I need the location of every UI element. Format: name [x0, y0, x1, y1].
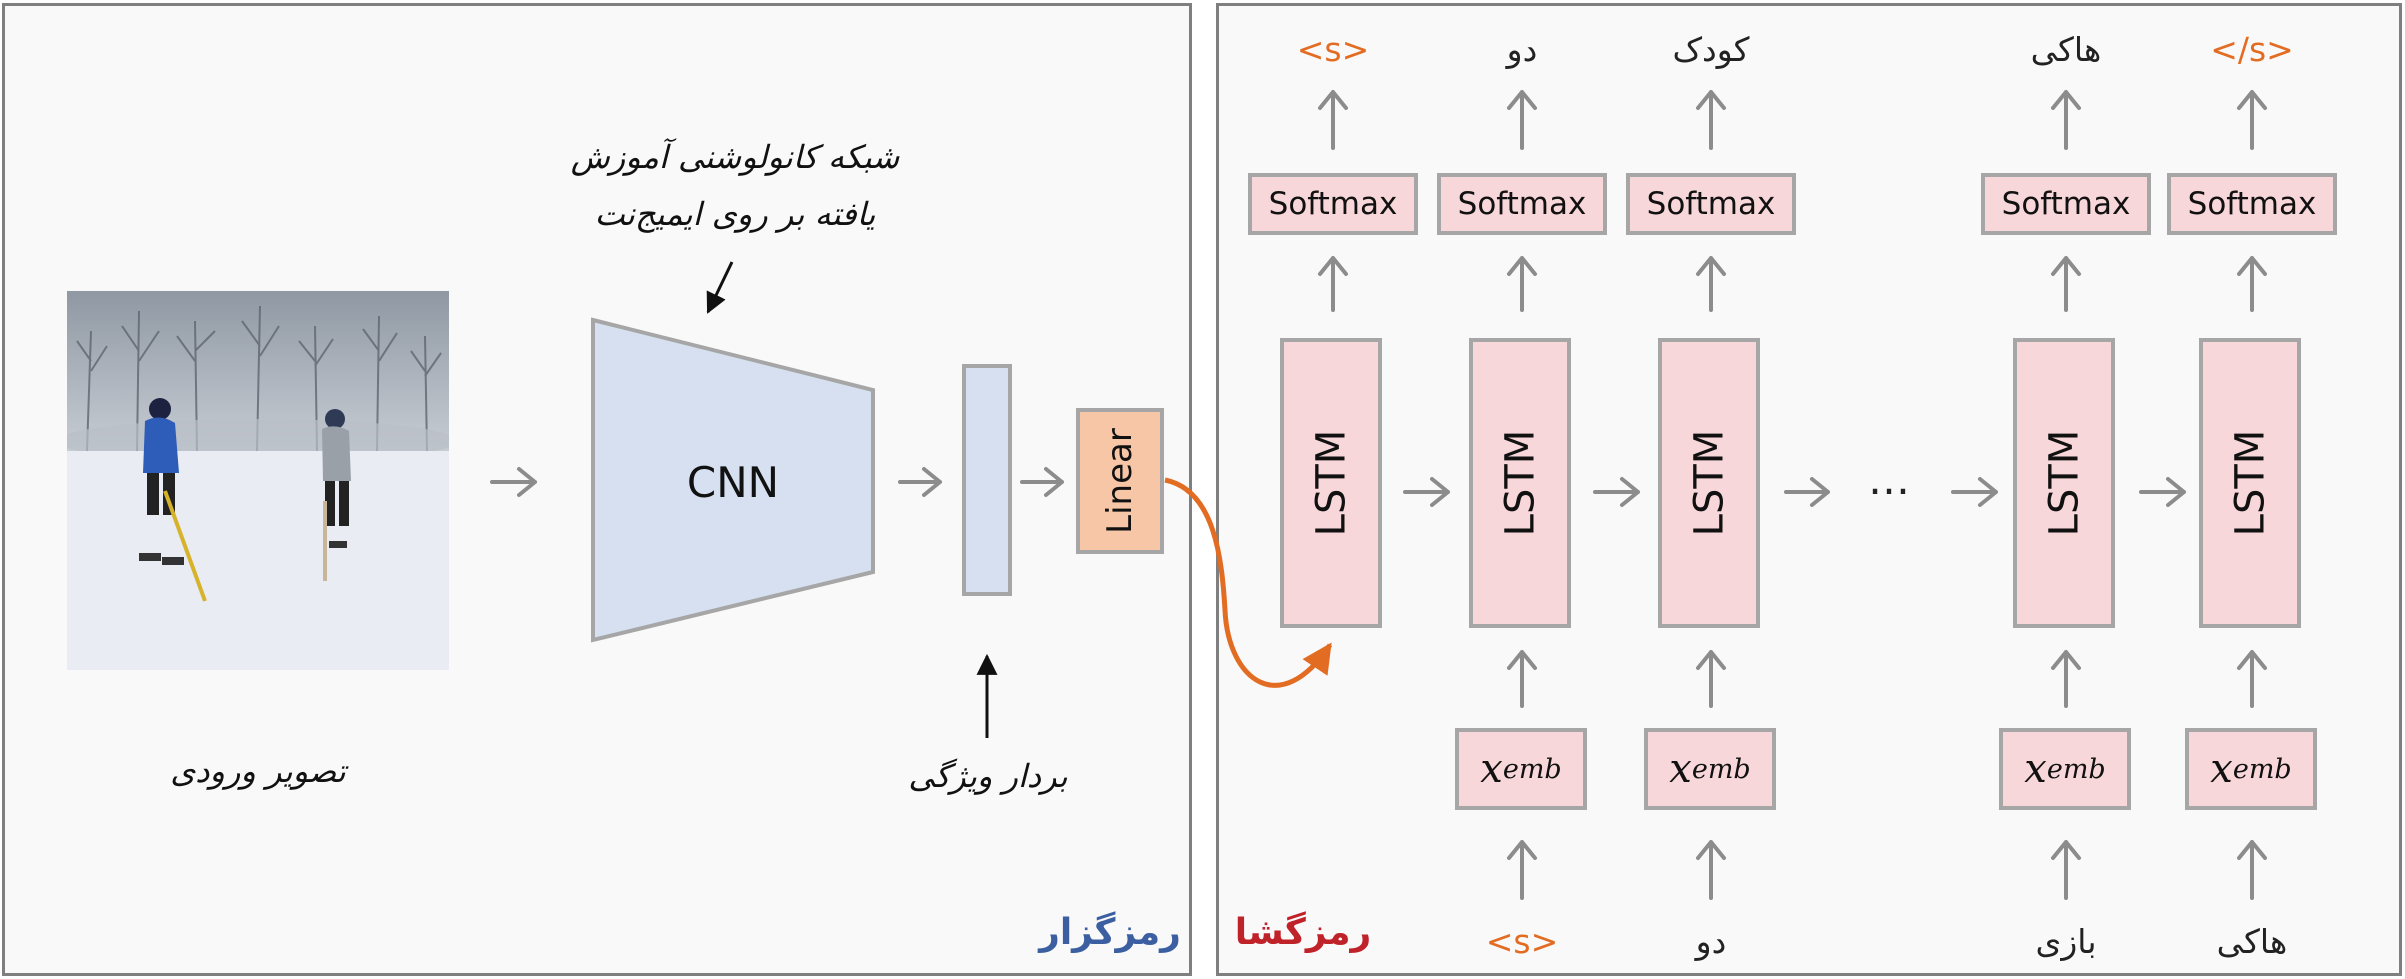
lstm-cell-2: LSTM	[1469, 338, 1571, 628]
softmax-box-2: Softmax	[1437, 173, 1607, 235]
feature-vector	[962, 364, 1012, 596]
cnn-label: CNN	[686, 458, 780, 507]
input-token-1: <s>	[1485, 922, 1559, 961]
lstm-cell-1: LSTM	[1280, 338, 1382, 628]
input-token-3: بازی	[2035, 922, 2097, 961]
output-token-5: </s>	[2210, 30, 2294, 69]
output-token-4: هاکی	[2030, 30, 2102, 69]
output-token-3: کودک	[1672, 30, 1750, 69]
output-token-1: <s>	[1296, 30, 1370, 69]
input-token-2: دو	[1695, 922, 1727, 961]
feature-vector-caption: بردار ویژگی	[908, 757, 1068, 795]
linear-box	[1076, 408, 1164, 554]
cnn-note-line-1: شبکه کانولوشنی آموزش	[570, 138, 900, 176]
input-image	[67, 291, 449, 670]
cnn-trapezoid	[591, 317, 875, 643]
input-token-4: هاکی	[2216, 922, 2288, 961]
linear-label: Linear	[1100, 428, 1141, 534]
softmax-box-1: Softmax	[1248, 173, 1418, 235]
output-token-2: دو	[1506, 30, 1538, 69]
decoder-section-label: رمزگشا	[1234, 912, 1372, 953]
cnn-note-line-2: یافته بر روی ایمیج‌نت	[594, 195, 876, 233]
softmax-box-4: Softmax	[1981, 173, 2151, 235]
encoder-section-label: رمزگزار	[1039, 912, 1181, 953]
softmax-box-3: Softmax	[1626, 173, 1796, 235]
input-image-caption: تصویر ورودی	[170, 752, 346, 790]
softmax-box-5: Softmax	[2167, 173, 2337, 235]
ellipsis: …	[1868, 455, 1910, 504]
lstm-cell-5: LSTM	[2199, 338, 2301, 628]
lstm-cell-4: LSTM	[2013, 338, 2115, 628]
lstm-cell-3: LSTM	[1658, 338, 1760, 628]
